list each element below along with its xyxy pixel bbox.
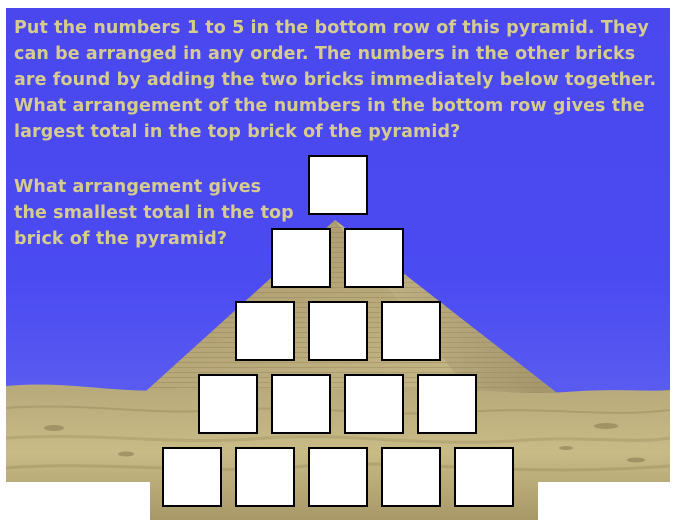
- brick-row-4-2[interactable]: [271, 374, 331, 434]
- brick-row-2-2[interactable]: [344, 228, 404, 288]
- instructions-text: Put the numbers 1 to 5 in the bottom row…: [14, 18, 657, 142]
- brick-row-3-2[interactable]: [308, 301, 368, 361]
- brick-row-4-1[interactable]: [198, 374, 258, 434]
- brick-row-5-2[interactable]: [235, 447, 295, 507]
- brick-row-3-1[interactable]: [235, 301, 295, 361]
- brick-row-3-3[interactable]: [381, 301, 441, 361]
- white-margin-left: [6, 482, 150, 520]
- brick-row-4-3[interactable]: [344, 374, 404, 434]
- brick-row-5-4[interactable]: [381, 447, 441, 507]
- brick-row-5-1[interactable]: [162, 447, 222, 507]
- brick-row-5-3[interactable]: [308, 447, 368, 507]
- puzzle-stage: Put the numbers 1 to 5 in the bottom row…: [6, 8, 670, 520]
- brick-row-1-1[interactable]: [308, 155, 368, 215]
- brick-row-4-4[interactable]: [417, 374, 477, 434]
- question-text: What arrangement gives the smallest tota…: [14, 177, 294, 249]
- brick-row-2-1[interactable]: [271, 228, 331, 288]
- white-margin-right: [538, 482, 670, 520]
- brick-row-5-5[interactable]: [454, 447, 514, 507]
